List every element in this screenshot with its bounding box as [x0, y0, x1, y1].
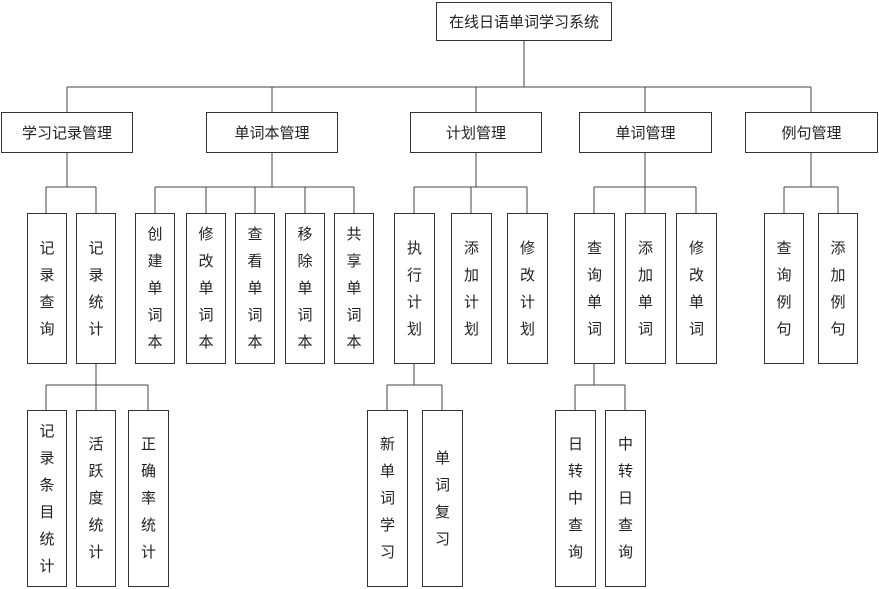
function-node: 创建单词本: [135, 213, 175, 364]
module-label: 单词管理: [615, 124, 676, 142]
function-node: 添加单词: [625, 213, 666, 364]
function-node: 添加例句: [818, 213, 858, 364]
subfunction-node: 中转日查询: [605, 410, 646, 587]
subfunction-label: 活跃度统计: [88, 435, 104, 561]
subfunction-node: 记录条目统计: [27, 410, 67, 587]
subfunction-label: 新单词学习: [379, 435, 395, 561]
function-node: 记录查询: [27, 213, 67, 364]
function-node: 查询例句: [764, 213, 804, 364]
module-node: 单词本管理: [206, 112, 338, 153]
module-node: 计划管理: [410, 112, 542, 153]
module-label: 计划管理: [445, 124, 506, 142]
module-label: 学习记录管理: [21, 124, 112, 142]
function-label: 查看单词本: [247, 225, 263, 351]
function-node: 修改单词本: [186, 213, 226, 364]
function-label: 修改单词: [688, 238, 704, 338]
function-label: 共享单词本: [346, 225, 362, 351]
function-node: 修改单词: [676, 213, 717, 364]
subfunction-node: 正确率统计: [128, 410, 169, 587]
root-node: 在线日语单词学习系统: [436, 2, 612, 41]
subfunction-label: 正确率统计: [140, 435, 156, 561]
function-node: 记录统计: [76, 213, 116, 364]
function-node: 执行计划: [394, 213, 435, 364]
function-label: 记录查询: [39, 238, 55, 338]
subfunction-label: 日转中查询: [567, 435, 583, 561]
function-label: 移除单词本: [297, 225, 313, 351]
subfunction-label: 记录条目统计: [39, 421, 55, 575]
function-label: 添加计划: [463, 238, 479, 338]
module-node: 例句管理: [745, 112, 878, 153]
module-node: 学习记录管理: [1, 112, 133, 153]
function-node: 查询单词: [574, 213, 615, 364]
function-label: 添加例句: [830, 238, 846, 338]
function-label: 查询例句: [776, 238, 792, 338]
function-label: 查询单词: [586, 238, 602, 338]
function-label: 修改计划: [519, 238, 535, 338]
function-label: 执行计划: [406, 238, 422, 338]
root-label: 在线日语单词学习系统: [448, 13, 599, 31]
function-label: 修改单词本: [198, 225, 214, 351]
function-node: 查看单词本: [235, 213, 275, 364]
subfunction-node: 新单词学习: [367, 410, 408, 587]
function-node: 添加计划: [451, 213, 492, 364]
subfunction-node: 单词复习: [422, 410, 463, 587]
subfunction-node: 活跃度统计: [76, 410, 116, 587]
function-node: 共享单词本: [334, 213, 374, 364]
module-label: 单词本管理: [234, 124, 310, 142]
subfunction-node: 日转中查询: [555, 410, 596, 587]
module-node: 单词管理: [579, 112, 712, 153]
module-label: 例句管理: [781, 124, 842, 142]
function-node: 修改计划: [507, 213, 548, 364]
subfunction-label: 单词复习: [434, 448, 450, 548]
function-label: 创建单词本: [147, 225, 163, 351]
function-label: 记录统计: [88, 238, 104, 338]
function-label: 添加单词: [637, 238, 653, 338]
function-node: 移除单词本: [285, 213, 325, 364]
subfunction-label: 中转日查询: [617, 435, 633, 561]
